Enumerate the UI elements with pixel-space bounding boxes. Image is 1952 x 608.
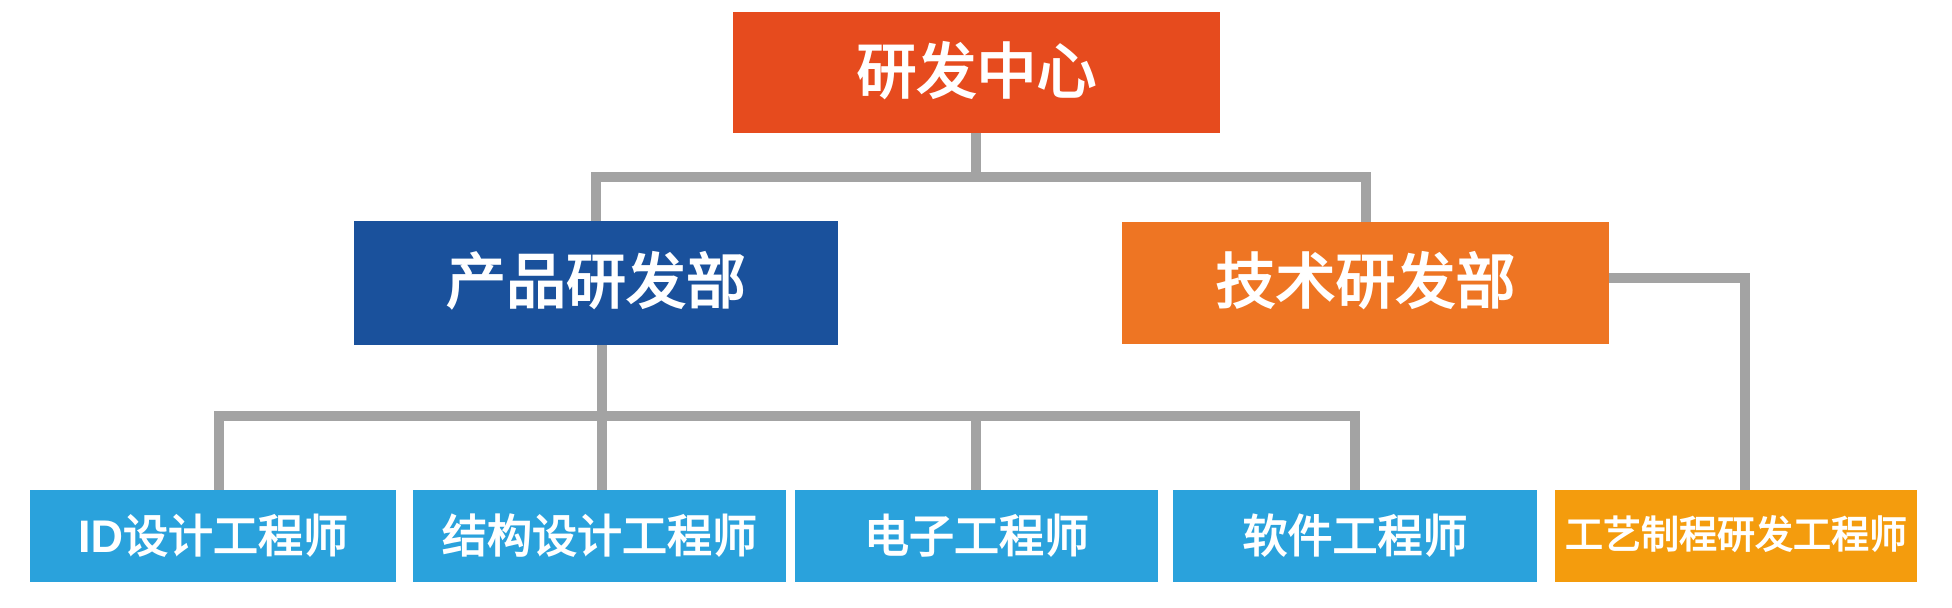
org-node-tech-rd-dept-label: 技术研发部: [1215, 249, 1516, 316]
org-node-rd-center-label: 研发中心: [856, 38, 1097, 106]
org-node-electronics-engineer: 电子工程师: [795, 490, 1158, 582]
connector-drop-software: [1350, 411, 1360, 491]
connector-drop-tech-dept: [1361, 172, 1371, 223]
org-node-id-design-engineer: ID设计工程师: [30, 490, 396, 582]
org-node-process-rd-engineer: 工艺制程研发工程师: [1555, 490, 1917, 582]
org-node-structure-design-engineer: 结构设计工程师: [413, 490, 786, 582]
org-node-electronics-engineer-label: 电子工程师: [863, 510, 1089, 562]
connector-root-stub: [971, 133, 981, 182]
org-node-product-rd-dept: 产品研发部: [354, 221, 838, 345]
org-node-software-engineer-label: 软件工程师: [1242, 510, 1468, 562]
connector-tech-elbow-horizontal: [1607, 273, 1750, 283]
org-node-rd-center: 研发中心: [733, 12, 1220, 133]
connector-tech-elbow-vertical: [1740, 273, 1750, 491]
connector-drop-id-design: [214, 411, 224, 491]
org-node-id-design-engineer-label: ID设计工程师: [77, 510, 348, 562]
connector-level3-rail: [214, 411, 1360, 421]
connector-drop-electronics: [971, 411, 981, 491]
connector-drop-product-dept: [591, 172, 601, 222]
org-node-software-engineer: 软件工程师: [1173, 490, 1537, 582]
org-node-product-rd-dept-label: 产品研发部: [446, 249, 746, 316]
org-node-structure-design-engineer-label: 结构设计工程师: [441, 510, 757, 562]
org-node-process-rd-engineer-label: 工艺制程研发工程师: [1564, 515, 1907, 557]
connector-level2-rail: [591, 172, 1371, 182]
org-node-tech-rd-dept: 技术研发部: [1122, 222, 1609, 344]
